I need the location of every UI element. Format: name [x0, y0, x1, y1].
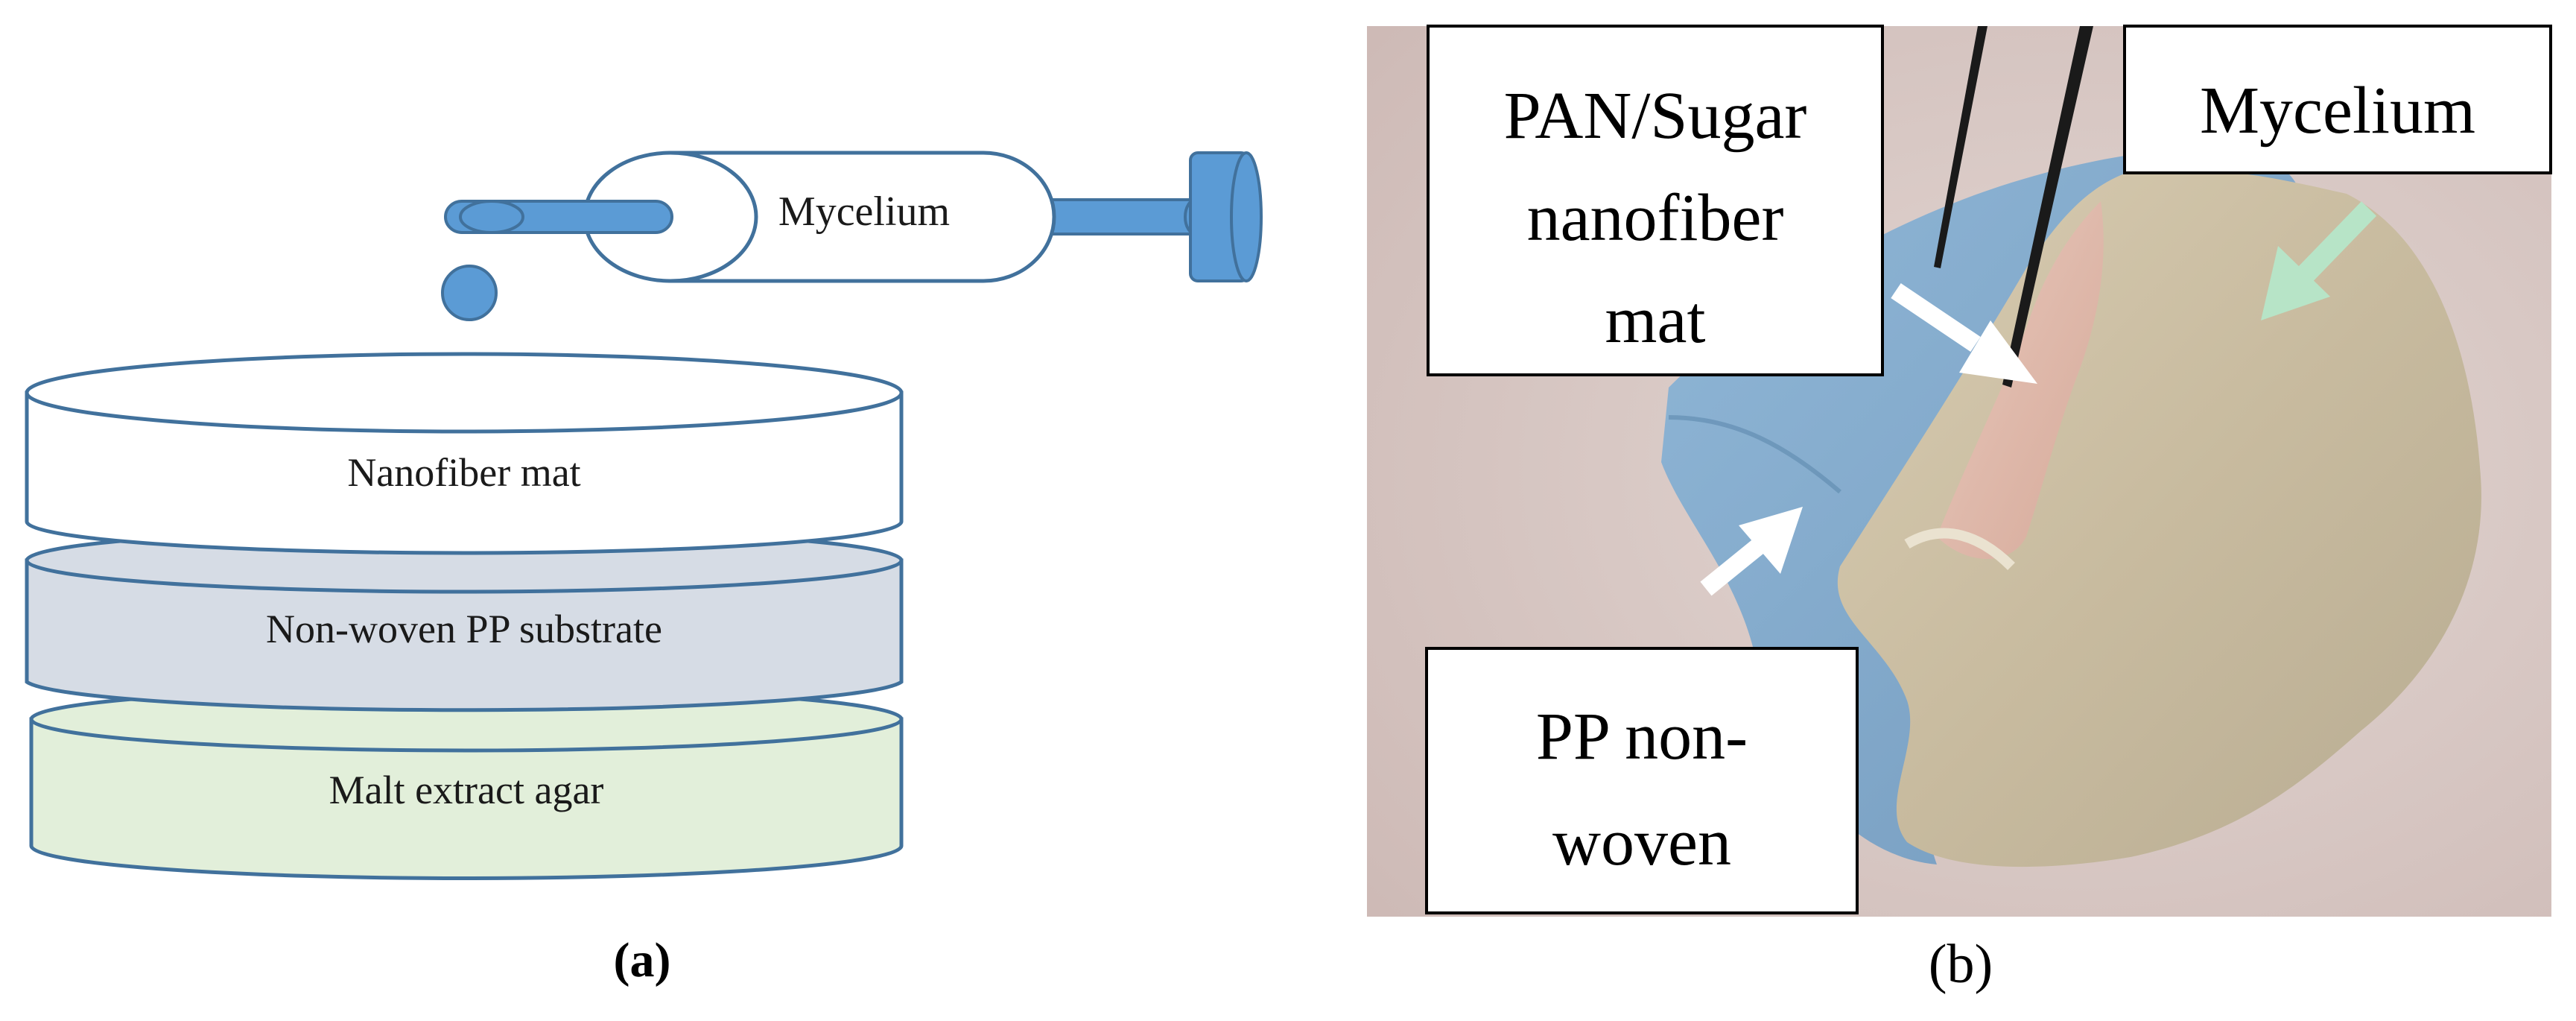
- agar-layer-label: Malt extract agar: [329, 768, 604, 812]
- arrow-to-pp-nonwoven: [1700, 507, 1803, 596]
- mycelium-droplet: [441, 265, 498, 321]
- substrate-layer-label: Non-woven PP substrate: [266, 607, 662, 651]
- panel-a: Mycelium Malt extract agar Non-woven PP …: [25, 151, 1263, 987]
- syringe-needle-hub: [459, 200, 524, 234]
- syringe-plunger-rod: [1038, 198, 1197, 236]
- label-mycelium-text: Mycelium: [2200, 74, 2475, 148]
- label-pp-nonwoven: PP non- woven: [1425, 647, 1859, 914]
- panel-b: PAN/Sugar nanofiber mat Mycelium PP non-…: [1367, 25, 2552, 995]
- syringe-plunger-cap-face: [1230, 151, 1263, 282]
- tweezer-right: [2002, 26, 2093, 388]
- nanofiber-layer-label: Nanofiber mat: [347, 450, 580, 495]
- syringe-label: Mycelium: [778, 189, 950, 235]
- label-mycelium: Mycelium: [2123, 25, 2552, 174]
- substrate-layer: Non-woven PP substrate: [25, 527, 904, 712]
- panel-a-caption: (a): [614, 933, 671, 987]
- agar-layer: Malt extract agar: [29, 686, 904, 880]
- syringe: Mycelium: [444, 151, 1263, 283]
- label-pp-line1: PP non-: [1536, 700, 1748, 774]
- label-pan-sugar-line1: PAN/Sugar: [1504, 79, 1807, 153]
- label-pan-sugar-nanofiber-mat: PAN/Sugar nanofiber mat: [1427, 25, 1884, 376]
- label-pp-line2: woven: [1552, 806, 1731, 879]
- panel-b-caption: (b): [1929, 934, 1993, 995]
- label-pan-sugar-line3: mat: [1605, 283, 1706, 357]
- tweezer-left: [1934, 26, 1987, 268]
- nanofiber-layer: Nanofiber mat: [25, 352, 904, 555]
- arrow-to-mycelium: [2261, 201, 2377, 320]
- syringe-barrel: [668, 151, 1056, 283]
- arrow-to-nanofiber-mat: [1891, 283, 2037, 384]
- label-pan-sugar-line2: nanofiber: [1527, 181, 1784, 255]
